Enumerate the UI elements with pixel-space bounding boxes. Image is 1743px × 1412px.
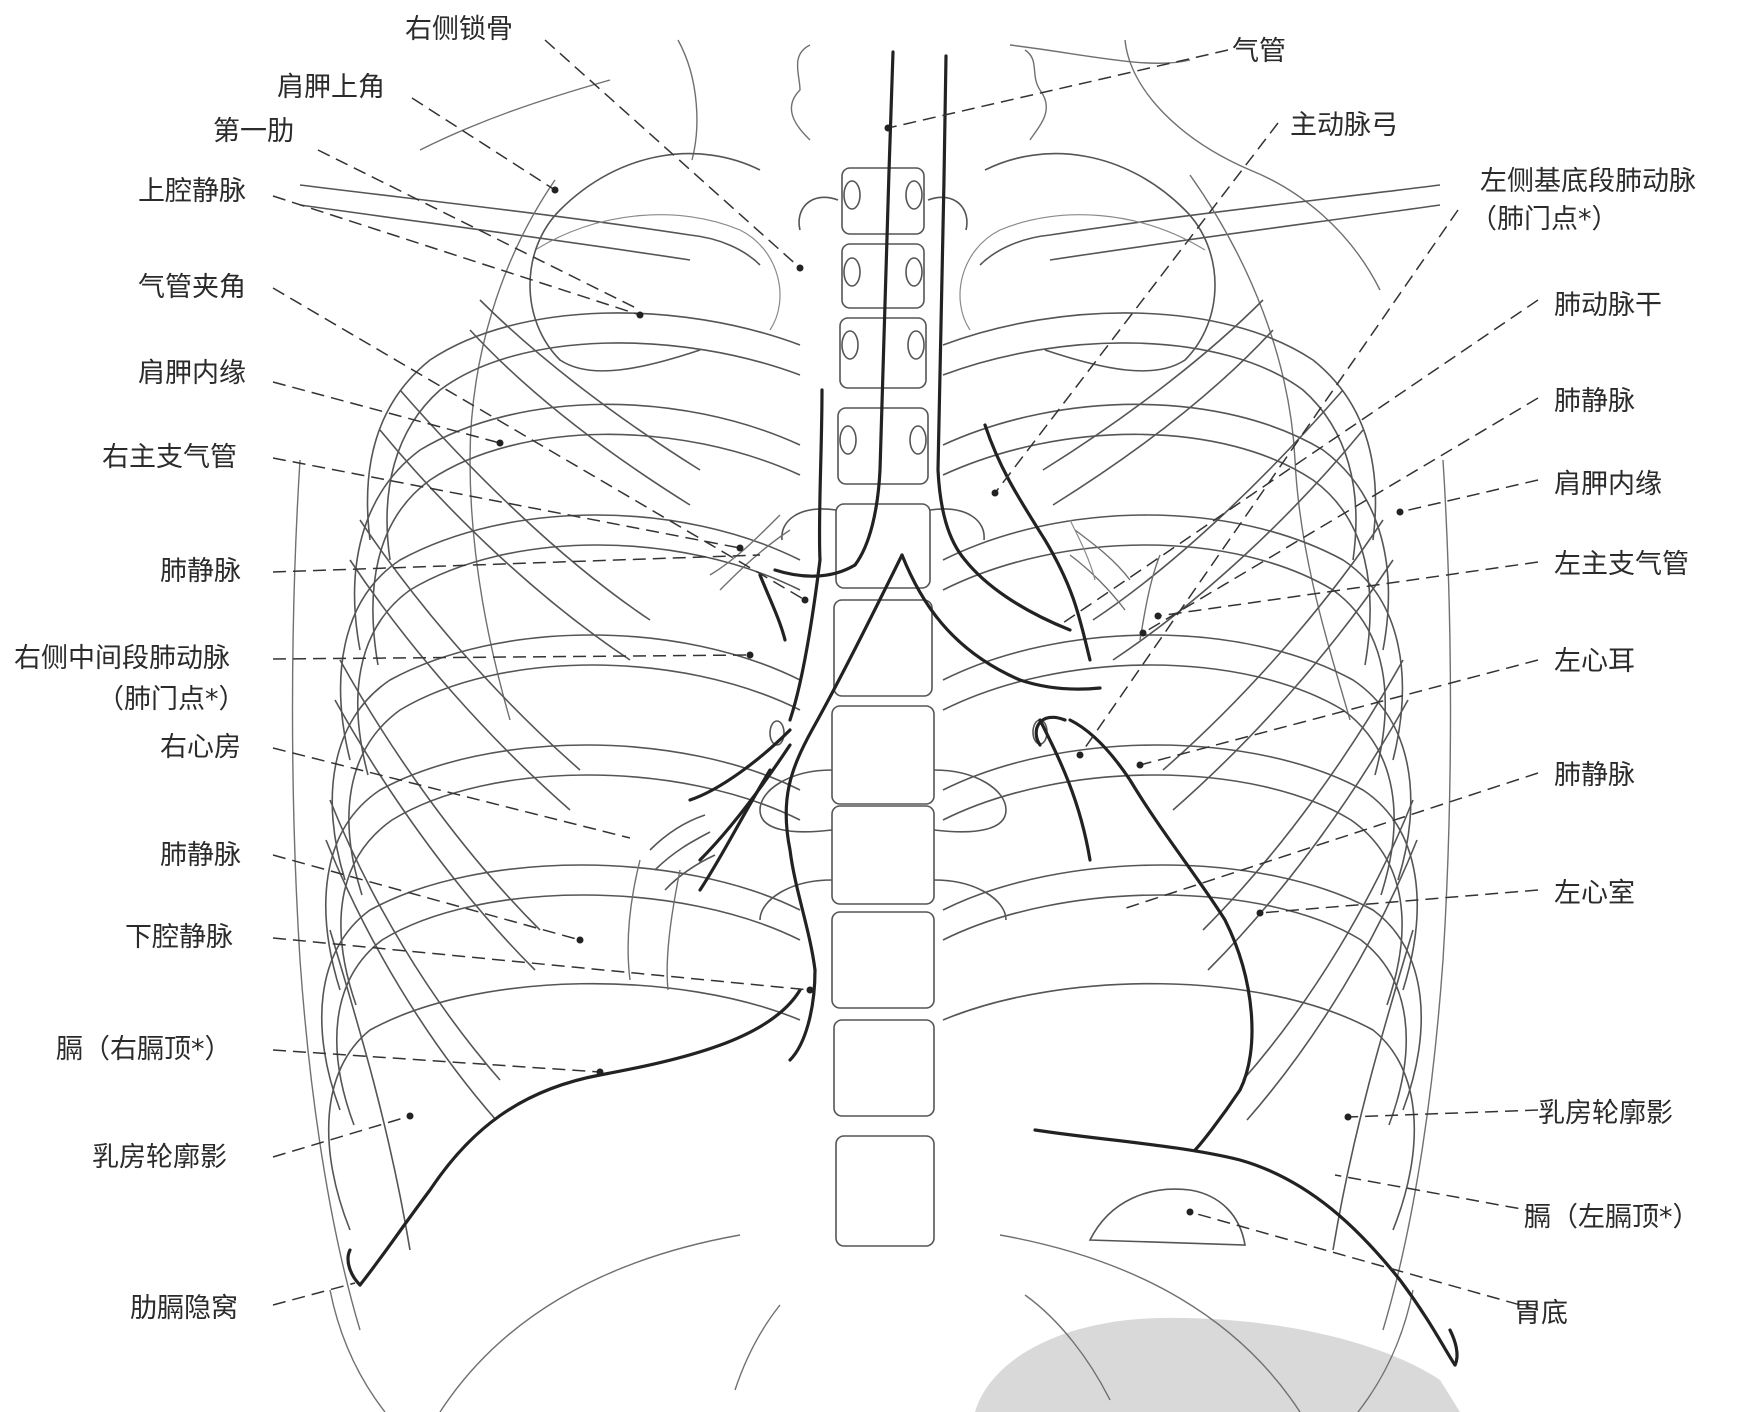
label-medial-scapular-border-right: 肩胛内缘 xyxy=(138,358,246,389)
label-left-basal-pulmonary-artery: 左侧基底段肺动脉 xyxy=(1480,166,1696,197)
label-right-interlobar-pulmonary-artery: 右侧中间段肺动脉 xyxy=(14,643,230,674)
label-superior-vena-cava: 上腔静脉 xyxy=(138,176,246,207)
label-gastric-fundus: 胃底 xyxy=(1514,1298,1568,1329)
label-right-diaphragm: 膈（右膈顶*） xyxy=(56,1034,232,1065)
label-tracheal-angle: 气管夹角 xyxy=(138,272,246,303)
label-hilar-point-left: （肺门点*） xyxy=(1470,204,1619,235)
label-inferior-vena-cava: 下腔静脉 xyxy=(125,922,233,953)
label-right-atrium: 右心房 xyxy=(160,732,241,763)
label-right-clavicle: 右侧锁骨 xyxy=(405,14,513,45)
label-breast-shadow-right: 乳房轮廓影 xyxy=(92,1142,227,1173)
label-superior-scapular-angle: 肩胛上角 xyxy=(277,72,385,103)
label-left-diaphragm: 膈（左膈顶*） xyxy=(1524,1202,1700,1233)
label-right-main-bronchus: 右主支气管 xyxy=(102,442,237,473)
label-left-atrial-appendage: 左心耳 xyxy=(1554,646,1635,677)
label-pulmonary-vein-left-upper: 肺静脉 xyxy=(1554,386,1635,417)
label-medial-scapular-border-left: 肩胛内缘 xyxy=(1554,469,1662,500)
label-pulmonary-vein-right-upper: 肺静脉 xyxy=(160,556,241,587)
label-trachea: 气管 xyxy=(1232,36,1286,67)
gastric-fundus-outline xyxy=(1090,1189,1245,1245)
label-pulmonary-vein-left-lower: 肺静脉 xyxy=(1554,760,1635,791)
label-first-rib: 第一肋 xyxy=(213,116,294,147)
label-left-main-bronchus: 左主支气管 xyxy=(1554,549,1689,580)
label-pulmonary-vein-right-lower: 肺静脉 xyxy=(160,840,241,871)
label-left-ventricle: 左心室 xyxy=(1554,878,1635,909)
left-leader-lines xyxy=(273,40,810,1305)
label-hilar-point-right: （肺门点*） xyxy=(97,684,246,715)
label-costophrenic-recess: 肋膈隐窝 xyxy=(130,1293,238,1324)
left-labels: 右侧锁骨 肩胛上角 第一肋 上腔静脉 气管夹角 肩胛内缘 右主支气管 肺静脉 右… xyxy=(14,14,513,1324)
label-breast-shadow-left: 乳房轮廓影 xyxy=(1538,1098,1673,1129)
label-pulmonary-trunk: 肺动脉干 xyxy=(1554,290,1662,321)
label-aortic-arch: 主动脉弓 xyxy=(1290,110,1398,141)
vertebral-column xyxy=(760,168,1047,1246)
right-labels: 气管 主动脉弓 左侧基底段肺动脉 （肺门点*） 肺动脉干 肺静脉 肩胛内缘 左主… xyxy=(1232,36,1700,1329)
skeleton xyxy=(293,40,1451,1412)
